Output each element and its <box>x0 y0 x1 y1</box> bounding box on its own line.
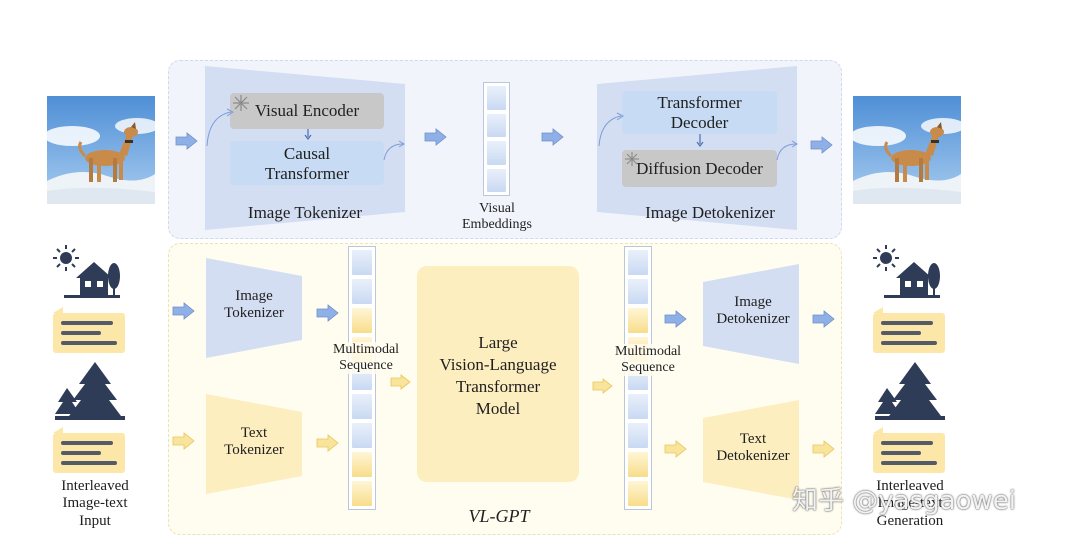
sun-house-icon <box>53 245 120 298</box>
curve-arrow-icon <box>383 140 405 161</box>
text-token <box>352 452 372 478</box>
text-lines-icon <box>873 427 945 473</box>
arrow-icon <box>316 304 339 322</box>
text-lines-icon <box>53 307 125 353</box>
image-token <box>352 250 372 275</box>
vl-transformer-box <box>417 266 579 482</box>
arrow-icon <box>424 128 447 146</box>
transformer-decoder-label: Transformer Decoder <box>657 93 742 132</box>
image-token <box>628 394 648 420</box>
text-lines-icon <box>873 307 945 353</box>
visual-token <box>487 141 506 165</box>
image-detokenizer-label: Image Detokenizer <box>645 203 775 222</box>
arrow-icon <box>664 310 687 328</box>
arrow-icon <box>316 434 339 452</box>
image-token <box>628 278 648 304</box>
visual-embeddings-column <box>483 82 510 196</box>
diffusion-decoder-box <box>622 150 777 187</box>
text-token <box>628 307 648 333</box>
dog-photo-input <box>47 96 155 204</box>
text-lines-icon <box>53 427 125 473</box>
diffusion-decoder-label: Diffusion Decoder <box>636 159 763 178</box>
image-token <box>352 423 372 449</box>
image-token <box>352 394 372 420</box>
curve-arrow-icon <box>206 108 234 147</box>
arrow-icon <box>592 378 613 394</box>
text-token <box>628 481 648 507</box>
arrow-icon <box>172 302 195 320</box>
text-detokenizer-label: Text Detokenizer <box>716 431 790 465</box>
snowflake-icon <box>233 95 249 111</box>
visual-token <box>487 86 506 110</box>
image-token <box>352 278 372 304</box>
image-detokenizer-label: Image Detokenizer <box>716 294 790 328</box>
text-token <box>352 307 372 333</box>
causal-transformer-box <box>230 141 384 185</box>
arrow-icon <box>172 432 195 450</box>
text-tokenizer-label: Text Tokenizer <box>224 425 284 459</box>
text-detokenizer-shape <box>703 400 799 500</box>
vl-transformer-label: Large Vision-Language Transformer Model <box>439 333 557 419</box>
curve-arrow-icon <box>598 112 624 147</box>
multimodal-sequence-column <box>624 246 652 510</box>
image-token <box>628 250 648 275</box>
output-label: Interleaved Image-text Generation <box>876 478 944 529</box>
forest-icon <box>55 362 125 420</box>
image-tokenizer-shape <box>206 258 302 358</box>
arrow-icon <box>175 132 198 150</box>
arrow-icon <box>541 128 564 146</box>
visual-embeddings-label: Visual Embeddings <box>462 201 532 233</box>
image-tokenizer-label: Image Tokenizer <box>247 203 363 222</box>
arrow-icon <box>664 440 687 458</box>
causal-transformer-label: Causal Transformer <box>264 144 350 183</box>
arrow-icon <box>810 136 833 154</box>
text-tokenizer-shape <box>206 394 302 494</box>
visual-encoder-box <box>230 93 384 129</box>
visual-token <box>487 113 506 137</box>
image-detokenizer-shape <box>703 264 799 364</box>
visual-encoder-label: Visual Encoder <box>254 101 360 120</box>
arrow-icon <box>812 310 835 328</box>
multimodal-sequence-right-label: Multimodal Sequence <box>600 344 696 377</box>
arrow-icon <box>812 440 835 458</box>
text-token <box>352 481 372 507</box>
sun-house-icon <box>873 245 940 298</box>
dog-photo-output <box>853 96 961 204</box>
text-token <box>628 452 648 478</box>
watermark: 知乎 @yasgaowei <box>792 486 1016 516</box>
multimodal-sequence-column <box>348 246 376 510</box>
small-arrow-icon <box>696 134 704 147</box>
vl-gpt-title: VL-GPT <box>468 506 530 526</box>
small-arrow-icon <box>304 129 312 140</box>
transformer-decoder-box <box>622 91 777 134</box>
visual-token <box>487 168 506 192</box>
forest-icon <box>875 362 945 420</box>
multimodal-sequence-left-label: Multimodal Sequence <box>318 342 414 375</box>
curve-arrow-icon <box>776 140 798 161</box>
snowflake-icon <box>625 152 639 166</box>
arrow-icon <box>390 374 411 390</box>
image-tokenizer-label: Image Tokenizer <box>224 288 284 322</box>
input-label: Interleaved Image-text Input <box>61 478 129 529</box>
image-token <box>628 423 648 449</box>
